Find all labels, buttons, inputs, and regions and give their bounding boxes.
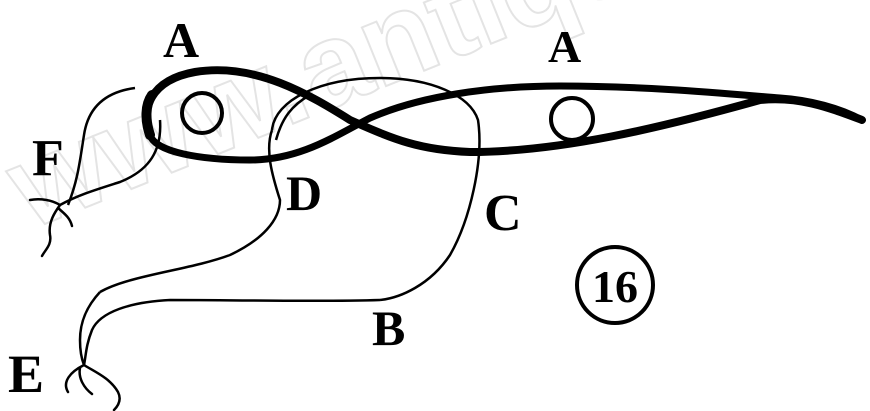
cord-hook-end (141, 90, 157, 140)
figure-number-circle (575, 245, 655, 325)
thread-e-frayed-end (64, 363, 121, 411)
thread-f-frayed-end (28, 197, 74, 258)
thread-d-loop (99, 129, 282, 294)
label-d: D (286, 165, 322, 221)
main-cord-lower-strand (146, 82, 866, 164)
thread-f-outer (66, 86, 136, 206)
label-a-left: A (163, 12, 199, 68)
label-c: C (484, 185, 522, 242)
thread-e-upper (78, 291, 101, 366)
thread-b (82, 298, 381, 366)
main-cord-upper-strand (142, 66, 866, 157)
label-b: B (372, 300, 405, 356)
label-e: E (8, 344, 44, 404)
label-f: F (32, 130, 64, 187)
thread-d-upper (274, 93, 311, 141)
ring-left (180, 91, 224, 135)
ring-right (549, 96, 595, 142)
thread-f-inner (59, 119, 162, 207)
thread-c-loop (270, 76, 481, 302)
label-a-right: A (548, 21, 581, 72)
figure-number: 16 (592, 261, 638, 312)
